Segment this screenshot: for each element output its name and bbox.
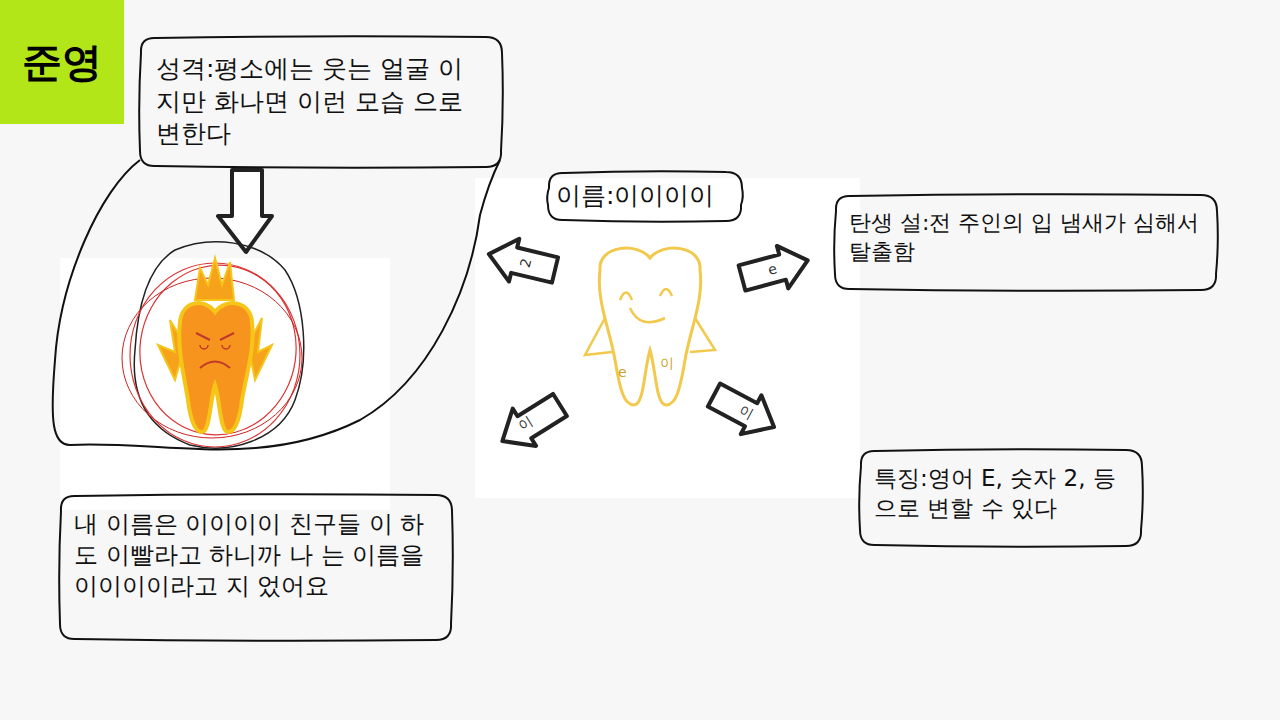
- hand-label: e: [618, 365, 627, 379]
- panel: [475, 178, 860, 498]
- down-arrow: [218, 170, 272, 252]
- callout-outline: [547, 171, 743, 222]
- hand-label: 이: [660, 356, 674, 370]
- callout-text: 이름:이이이이: [556, 180, 734, 213]
- callout-box: 특징:영어 E, 숫자 2, 등으로 변할 수 있다: [860, 450, 1142, 546]
- callout-outline: [139, 36, 503, 168]
- callout-text: 성격:평소에는 웃는 얼굴 이지만 화나면 이런 모습 으로 변한다: [156, 53, 486, 151]
- enclosure-line: [53, 160, 500, 449]
- callout-text: 탄생 설:전 주인의 입 냄새가 심해서 탈출함: [849, 209, 1203, 266]
- callout-text: 내 이름은 이이이이 친구들 이 하도 이빨라고 하니까 나 는 이름을 이이이…: [74, 509, 438, 603]
- callout-box: 이름:이이이이: [548, 172, 742, 221]
- badge-text: 준영: [22, 36, 102, 88]
- name-badge: 준영: [0, 0, 124, 124]
- callout-box: 성격:평소에는 웃는 얼굴 이지만 화나면 이런 모습 으로 변한다: [140, 37, 502, 167]
- happy-tooth: [585, 248, 715, 405]
- callout-outline: [834, 194, 1218, 291]
- angry-tooth: [122, 242, 307, 448]
- callout-box: 탄생 설:전 주인의 입 냄새가 심해서 탈출함: [835, 195, 1217, 290]
- callout-text: 특징:영어 E, 숫자 2, 등으로 변할 수 있다: [874, 464, 1128, 524]
- block-arrows: [484, 233, 814, 460]
- callout-box: 내 이름은 이이이이 친구들 이 하도 이빨라고 하니까 나 는 이름을 이이이…: [60, 495, 452, 640]
- panel: [60, 258, 390, 510]
- callout-outline: [859, 449, 1143, 547]
- callout-outline: [59, 494, 453, 641]
